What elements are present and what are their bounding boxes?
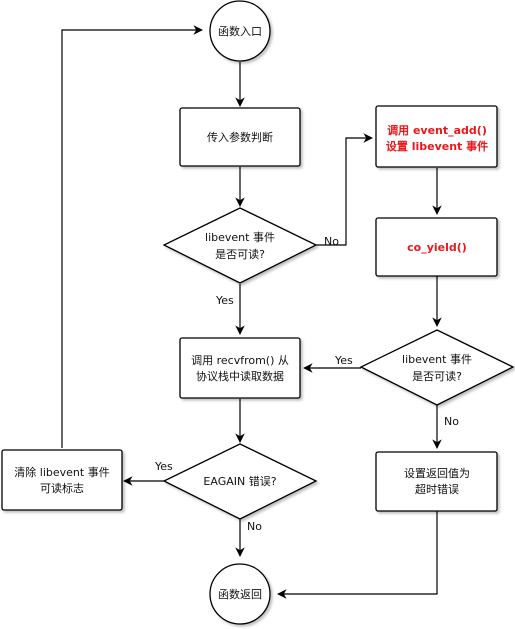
node-readable-1-line2: 是否可读? bbox=[215, 247, 265, 261]
edge-timeout-to-return bbox=[277, 511, 438, 599]
node-return[interactable]: 函数返回 bbox=[209, 563, 271, 625]
node-check-params[interactable]: 传入参数判断 bbox=[179, 107, 301, 167]
node-eagain[interactable]: EAGAIN 错误? bbox=[162, 443, 318, 520]
node-event-add[interactable]: 调用 event_add() 设置 libevent 事件 bbox=[375, 105, 498, 168]
node-readable-2[interactable]: libevent 事件 是否可读? bbox=[359, 329, 515, 406]
node-check-params-label: 传入参数判断 bbox=[207, 130, 273, 144]
node-clear-flag[interactable]: 清除 libevent 事件 可读标志 bbox=[1, 449, 123, 511]
edge-label-readable1-no: No bbox=[324, 235, 339, 248]
node-recvfrom-line1: 调用 recvfrom() 从 bbox=[191, 354, 289, 367]
node-readable-1-line1: libevent 事件 bbox=[205, 231, 275, 244]
node-recvfrom-line2: 协议栈中读取数据 bbox=[196, 369, 284, 383]
edge-label-eagain-no: No bbox=[247, 520, 262, 533]
node-entry[interactable]: 函数入口 bbox=[209, 0, 271, 62]
node-clear-flag-line2: 可读标志 bbox=[40, 481, 84, 495]
node-clear-flag-line1: 清除 libevent 事件 bbox=[14, 465, 109, 479]
edge-label-readable2-no: No bbox=[444, 415, 459, 428]
edge-clear-to-entry bbox=[61, 25, 203, 448]
node-event-add-line1: 调用 event_add() bbox=[387, 123, 487, 137]
node-co-yield-label: co_yield() bbox=[407, 241, 467, 254]
node-eagain-label: EAGAIN 错误? bbox=[203, 474, 276, 488]
node-readable-1[interactable]: libevent 事件 是否可读? bbox=[162, 207, 318, 284]
edge-label-readable2-yes: Yes bbox=[334, 354, 353, 367]
node-entry-label: 函数入口 bbox=[218, 25, 262, 38]
node-event-add-line2: 设置 libevent 事件 bbox=[386, 139, 488, 153]
node-return-label: 函数返回 bbox=[218, 588, 262, 601]
node-timeout[interactable]: 设置返回值为 超时错误 bbox=[375, 451, 498, 512]
node-readable-2-line1: libevent 事件 bbox=[402, 353, 472, 366]
node-recvfrom[interactable]: 调用 recvfrom() 从 协议栈中读取数据 bbox=[179, 337, 301, 399]
edge-label-readable1-yes: Yes bbox=[215, 294, 234, 307]
edge-label-eagain-yes: Yes bbox=[154, 460, 173, 473]
edge-readable1-no-to-eventadd bbox=[316, 133, 373, 246]
node-co-yield[interactable]: co_yield() bbox=[375, 217, 498, 277]
node-readable-2-line2: 是否可读? bbox=[412, 369, 462, 383]
node-timeout-line1: 设置返回值为 bbox=[404, 467, 470, 480]
node-timeout-line2: 超时错误 bbox=[415, 482, 459, 496]
